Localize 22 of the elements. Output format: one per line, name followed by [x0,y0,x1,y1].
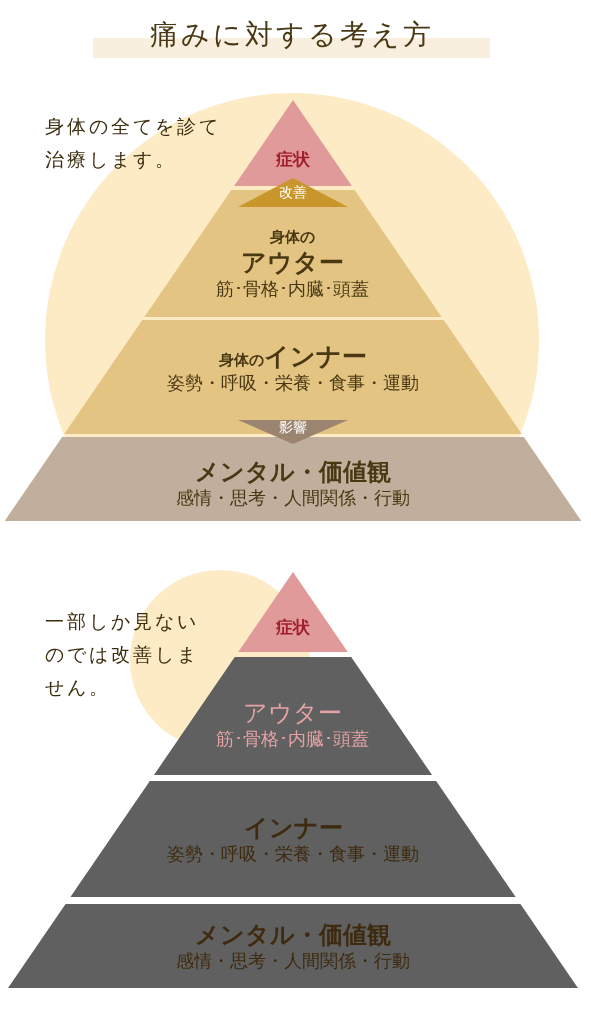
tier-details: 姿勢・呼吸・栄養・食事・運動 [167,372,419,395]
tier-heading: インナー [264,341,367,373]
note-text: 一部しか見ないのでは改善しません。 [45,609,200,700]
tier-details: 姿勢・呼吸・栄養・食事・運動 [167,842,419,866]
tier-heading: 身体の [219,351,264,370]
tier-heading: 症状 [276,149,310,171]
tier-heading: インナー [243,812,343,843]
edge-label: 改善 [278,184,308,202]
tier-details: 感情・思考・人間関係・行動 [176,486,410,510]
tier-heading: メンタル・価値観 [195,919,391,950]
edge-label: 影響 [278,419,308,437]
tier-heading: メンタル・価値観 [195,456,391,487]
tier-details: 感情・思考・人間関係・行動 [176,949,410,973]
tier-heading: 症状 [276,617,310,639]
tier-heading: 身体の [270,228,316,247]
tier-details: 筋･骨格･内臓･頭蓋 [216,727,370,751]
tier-details: 筋･骨格･内臓･頭蓋 [216,278,370,301]
arrow [238,420,348,444]
tier-heading: アウター [243,697,343,728]
note-text: 身体の全てを診て治療します。 [45,114,222,172]
tier-heading: アウター [241,247,345,279]
arrow [238,178,348,207]
